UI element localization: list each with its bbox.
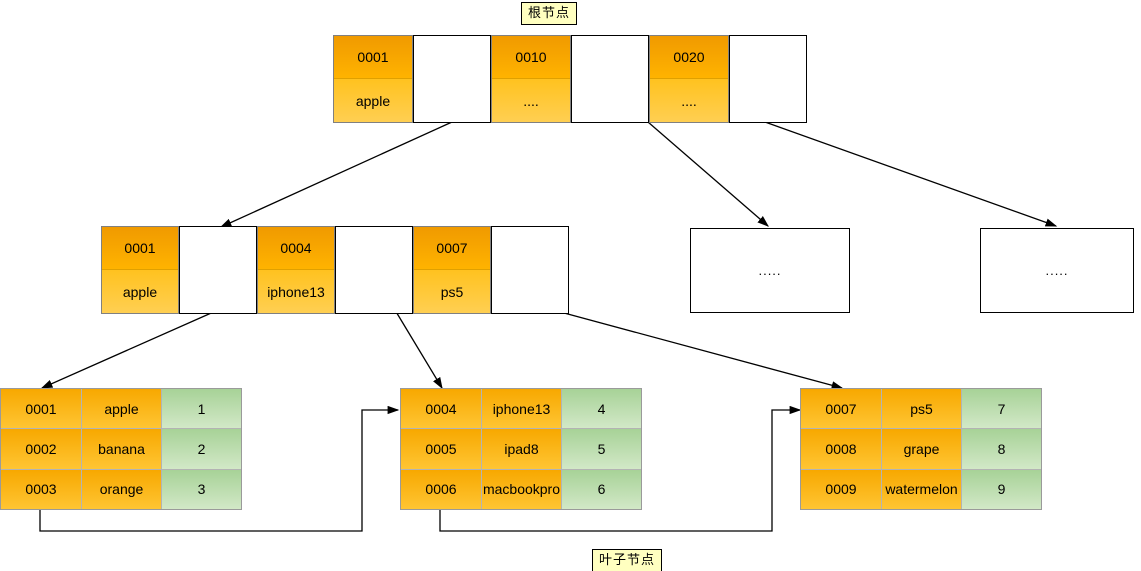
table-row[interactable]: 0001 apple 1 [1, 389, 241, 430]
root-node-caption: 根节点 [521, 2, 578, 25]
root-entry-2[interactable]: 0020 .... [649, 35, 729, 123]
leaf-1-row-2-name: orange [82, 469, 162, 509]
table-row[interactable]: 0003 orange 3 [1, 469, 241, 509]
table-row[interactable]: 0004 iphone13 4 [401, 389, 641, 430]
edge-root-to-internal-1 [219, 121, 453, 228]
internal-pointer-2[interactable] [491, 226, 569, 314]
root-node[interactable]: 0001 apple 0010 .... 0020 .... [333, 35, 807, 123]
edge-internal-to-leaf-1 [40, 309, 219, 389]
leaf-node-2[interactable]: 0004 iphone13 4 0005 ipad8 5 0006 macboo… [400, 388, 642, 510]
edge-internal-to-leaf-3 [552, 309, 844, 390]
leaf-node-3[interactable]: 0007 ps5 7 0008 grape 8 0009 watermelon … [800, 388, 1042, 510]
leaf-2-row-2-name: macbookpro [482, 469, 562, 509]
leaf-3-row-2-key: 0009 [801, 469, 882, 509]
edge-internal-to-leaf-2 [394, 309, 443, 390]
edge-root-to-placeholder-1 [647, 121, 769, 227]
leaf-3-row-0-name: ps5 [882, 389, 962, 430]
internal-entry-1[interactable]: 0004 iphone13 [257, 226, 335, 314]
internal-placeholder-1[interactable]: ..... [690, 228, 850, 313]
leaf-3-row-1-name: grape [882, 429, 962, 470]
table-row[interactable]: 0007 ps5 7 [801, 389, 1041, 430]
leaf-node-caption: 叶子节点 [592, 549, 663, 571]
root-entry-1[interactable]: 0010 .... [491, 35, 571, 123]
root-entry-2-key: 0020 [650, 36, 728, 79]
leaf-1-row-0-key: 0001 [1, 389, 82, 430]
leaf-1-row-2-key: 0003 [1, 469, 82, 509]
internal-entry-2-key: 0007 [414, 227, 490, 270]
leaf-3-row-1-value: 8 [962, 429, 1041, 470]
internal-entry-1-key: 0004 [258, 227, 334, 270]
leaf-2-row-1-value: 5 [562, 429, 641, 470]
internal-node[interactable]: 0001 apple 0004 iphone13 0007 ps5 [101, 226, 569, 314]
root-entry-1-name: .... [492, 79, 570, 122]
table-row[interactable]: 0002 banana 2 [1, 429, 241, 470]
leaf-2-row-1-name: ipad8 [482, 429, 562, 470]
leaf-1-row-1-name: banana [82, 429, 162, 470]
leaf-3-row-1-key: 0008 [801, 429, 882, 470]
leaf-node-1[interactable]: 0001 apple 1 0002 banana 2 0003 orange 3 [0, 388, 242, 510]
leaf-3-row-0-key: 0007 [801, 389, 882, 430]
table-row[interactable]: 0009 watermelon 9 [801, 469, 1041, 509]
internal-entry-0-name: apple [102, 270, 178, 313]
root-pointer-2[interactable] [729, 35, 807, 123]
root-entry-0[interactable]: 0001 apple [333, 35, 413, 123]
root-pointer-0[interactable] [413, 35, 491, 123]
leaf-1-row-2-value: 3 [162, 469, 241, 509]
internal-entry-0-key: 0001 [102, 227, 178, 270]
leaf-2-row-0-value: 4 [562, 389, 641, 430]
internal-pointer-1[interactable] [335, 226, 413, 314]
internal-placeholder-2[interactable]: ..... [980, 228, 1134, 313]
leaf-3-row-2-value: 9 [962, 469, 1041, 509]
table-row[interactable]: 0005 ipad8 5 [401, 429, 641, 470]
leaf-3-row-2-name: watermelon [882, 469, 962, 509]
leaf-1-row-0-name: apple [82, 389, 162, 430]
root-pointer-1[interactable] [571, 35, 649, 123]
edge-root-to-placeholder-2 [764, 121, 1058, 227]
table-row[interactable]: 0006 macbookpro 6 [401, 469, 641, 509]
internal-entry-2-name: ps5 [414, 270, 490, 313]
root-entry-0-key: 0001 [334, 36, 412, 79]
internal-entry-1-name: iphone13 [258, 270, 334, 313]
leaf-1-row-0-value: 1 [162, 389, 241, 430]
leaf-3-row-0-value: 7 [962, 389, 1041, 430]
leaf-1-row-1-key: 0002 [1, 429, 82, 470]
leaf-2-row-0-key: 0004 [401, 389, 482, 430]
internal-pointer-0[interactable] [179, 226, 257, 314]
leaf-2-row-2-value: 6 [562, 469, 641, 509]
table-row[interactable]: 0008 grape 8 [801, 429, 1041, 470]
root-entry-1-key: 0010 [492, 36, 570, 79]
leaf-2-row-1-key: 0005 [401, 429, 482, 470]
root-entry-2-name: .... [650, 79, 728, 122]
internal-entry-2[interactable]: 0007 ps5 [413, 226, 491, 314]
leaf-2-row-2-key: 0006 [401, 469, 482, 509]
leaf-2-row-0-name: iphone13 [482, 389, 562, 430]
internal-entry-0[interactable]: 0001 apple [101, 226, 179, 314]
root-entry-0-name: apple [334, 79, 412, 122]
leaf-1-row-1-value: 2 [162, 429, 241, 470]
